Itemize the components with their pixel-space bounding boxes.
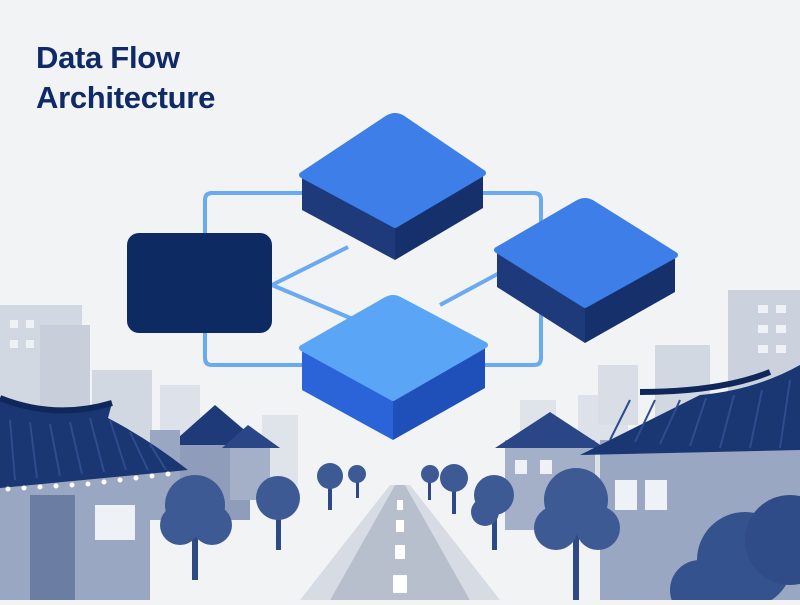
connector-source-bottom: [203, 325, 305, 367]
hanok-door: [30, 495, 75, 600]
sidewalk-left: [300, 485, 395, 600]
block-front: [497, 250, 585, 343]
block-side: [395, 173, 483, 260]
roof-ridge: [639, 369, 772, 395]
sidewalk-right: [405, 485, 500, 600]
hanok-left: [0, 395, 188, 600]
roof-tiles: [609, 379, 791, 449]
road-markings: [393, 500, 407, 593]
block-top: [299, 113, 486, 228]
connectors: [203, 191, 543, 367]
tree: [317, 463, 343, 510]
tree: [348, 465, 366, 498]
bottom-node: [299, 295, 488, 440]
tree: [534, 468, 620, 600]
hanok-window: [95, 505, 135, 540]
road: [330, 485, 470, 600]
connector-source-top-diag: [271, 245, 349, 287]
roof-tiles: [9, 417, 167, 481]
title-line-1: Data Flow: [36, 40, 180, 75]
roof-ridge: [0, 395, 113, 414]
right-node: [494, 198, 678, 343]
connector-source-top: [203, 191, 305, 240]
connector-top-right: [480, 191, 543, 230]
block-front: [302, 175, 395, 260]
block-top: [299, 295, 488, 401]
hanok-roof: [0, 398, 188, 488]
connector-source-bottom-diag: [271, 283, 356, 322]
block-side: [585, 255, 675, 343]
title-line-2: Architecture: [36, 80, 216, 115]
bush: [670, 495, 800, 605]
tree: [440, 464, 468, 514]
building: [598, 365, 638, 425]
connector-bottom-right-diag: [439, 268, 506, 307]
building-windows: [10, 305, 786, 353]
tree: [160, 475, 232, 580]
hanok-roof: [580, 365, 800, 455]
tree: [471, 475, 514, 550]
block-side: [393, 345, 485, 440]
roof: [222, 425, 280, 448]
block-front: [302, 348, 393, 440]
roof-dots: [5, 471, 171, 492]
tree: [421, 465, 439, 500]
source-node: [127, 233, 272, 333]
top-node: [299, 113, 486, 260]
block-top: [494, 198, 678, 308]
tree: [256, 476, 300, 550]
page-title: Data Flow Architecture: [36, 38, 215, 118]
trees: [160, 463, 800, 605]
connector-bottom-right: [480, 310, 543, 367]
roof: [495, 412, 605, 448]
